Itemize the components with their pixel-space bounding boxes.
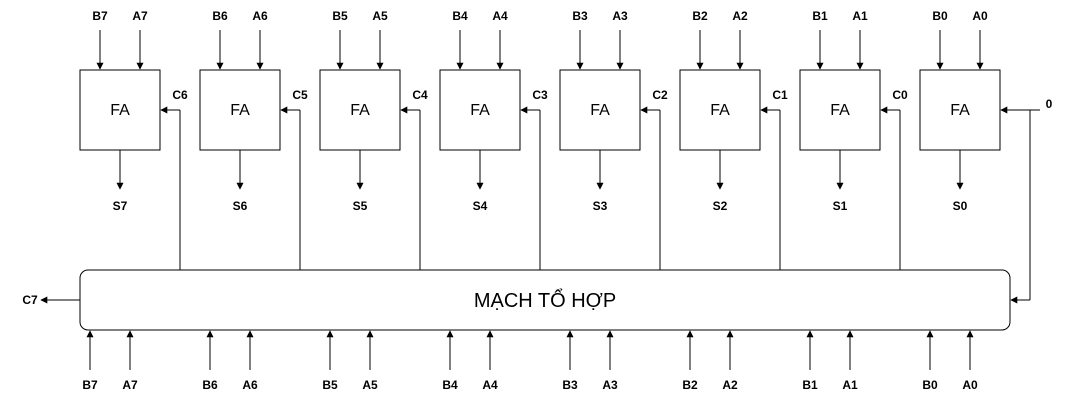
fa-input-a-label: A4 [492, 9, 508, 23]
fa-carry-label: C4 [412, 88, 428, 102]
bottom-input-a-label: A2 [722, 378, 738, 392]
fa-sum-label: S6 [233, 199, 248, 213]
fa-input-b-label: B4 [452, 9, 468, 23]
fa-input-a-label: A3 [612, 9, 628, 23]
fa-carry-label: C0 [892, 88, 908, 102]
bottom-input-a-label: A1 [842, 378, 858, 392]
fa-sum-label: S5 [353, 199, 368, 213]
fa-carry-label: C2 [652, 88, 668, 102]
fa-box [199, 69, 281, 151]
fa-box [559, 69, 641, 151]
fa-box [439, 69, 521, 151]
fa-box-label: FA [590, 102, 610, 119]
bottom-input-pair-2: B5 A5 [322, 330, 378, 392]
bottom-input-a-label: A3 [602, 378, 618, 392]
bottom-input-pair-4: B3 A3 [562, 330, 618, 392]
fa-carry-label: C3 [532, 88, 548, 102]
bottom-input-row: B7 A7 B6 A6 B5 A5 B4 A4 B3 A3 B2 A2 B1 A1 B0 A0 [82, 330, 978, 392]
carry-out-label: C7 [22, 293, 38, 307]
bottom-input-b-label: B2 [682, 378, 698, 392]
bottom-input-pair-5: B2 A2 [682, 330, 738, 392]
bottom-input-pair-6: B1 A1 [802, 330, 858, 392]
fa-input-a-label: A6 [252, 9, 268, 23]
bottom-input-pair-3: B4 A4 [442, 330, 498, 392]
fa-input-a-label: A1 [852, 9, 868, 23]
fa-box [799, 69, 881, 151]
bottom-input-a-label: A5 [362, 378, 378, 392]
bottom-input-pair-0: B7 A7 [82, 330, 138, 392]
fa-sum-label: S3 [593, 199, 608, 213]
fa-carry-label: C6 [172, 88, 188, 102]
fa-input-b-label: B5 [332, 9, 348, 23]
bottom-input-b-label: B5 [322, 378, 338, 392]
bottom-input-a-label: A6 [242, 378, 258, 392]
bottom-input-b-label: B4 [442, 378, 458, 392]
fa-box [79, 69, 161, 151]
fa-input-b-label: B1 [812, 9, 828, 23]
bottom-input-pair-1: B6 A6 [202, 330, 258, 392]
fa-box [919, 69, 1001, 151]
bottom-input-b-label: B6 [202, 378, 218, 392]
bottom-input-b-label: B3 [562, 378, 578, 392]
fa-input-b-label: B0 [932, 9, 948, 23]
fa-box-label: FA [110, 102, 130, 119]
fa-box-label: FA [830, 102, 850, 119]
bottom-input-pair-7: B0 A0 [922, 330, 978, 392]
fa-input-a-label: A0 [972, 9, 988, 23]
fa-sum-label: S2 [713, 199, 728, 213]
fa-box-label: FA [350, 102, 370, 119]
combinational-block-label: MẠCH TỔ HỢP [474, 288, 616, 312]
fa-box-label: FA [710, 102, 730, 119]
bottom-input-a-label: A0 [962, 378, 978, 392]
bottom-input-b-label: B0 [922, 378, 938, 392]
fa-input-a-label: A7 [132, 9, 148, 23]
fa-box [319, 69, 401, 151]
fa-carry-label: C1 [772, 88, 788, 102]
fa-sum-label: S1 [833, 199, 848, 213]
fa-box-label: FA [950, 102, 970, 119]
bottom-input-a-label: A4 [482, 378, 498, 392]
fa-sum-label: S7 [113, 199, 128, 213]
fa-box [679, 69, 761, 151]
fa-input-a-label: A2 [732, 9, 748, 23]
bottom-input-b-label: B1 [802, 378, 818, 392]
fa-box-label: FA [230, 102, 250, 119]
fa-input-b-label: B7 [92, 9, 108, 23]
carry-zero-label: 0 [1046, 97, 1053, 111]
fa-sum-label: S0 [953, 199, 968, 213]
fa-input-a-label: A5 [372, 9, 388, 23]
fa-input-b-label: B6 [212, 9, 228, 23]
fa-input-b-label: B3 [572, 9, 588, 23]
bottom-input-b-label: B7 [82, 378, 98, 392]
fa-carry-label: C5 [292, 88, 308, 102]
fa-box-label: FA [470, 102, 490, 119]
fa-sum-label: S4 [473, 199, 488, 213]
fa-input-b-label: B2 [692, 9, 708, 23]
bottom-input-a-label: A7 [122, 378, 138, 392]
